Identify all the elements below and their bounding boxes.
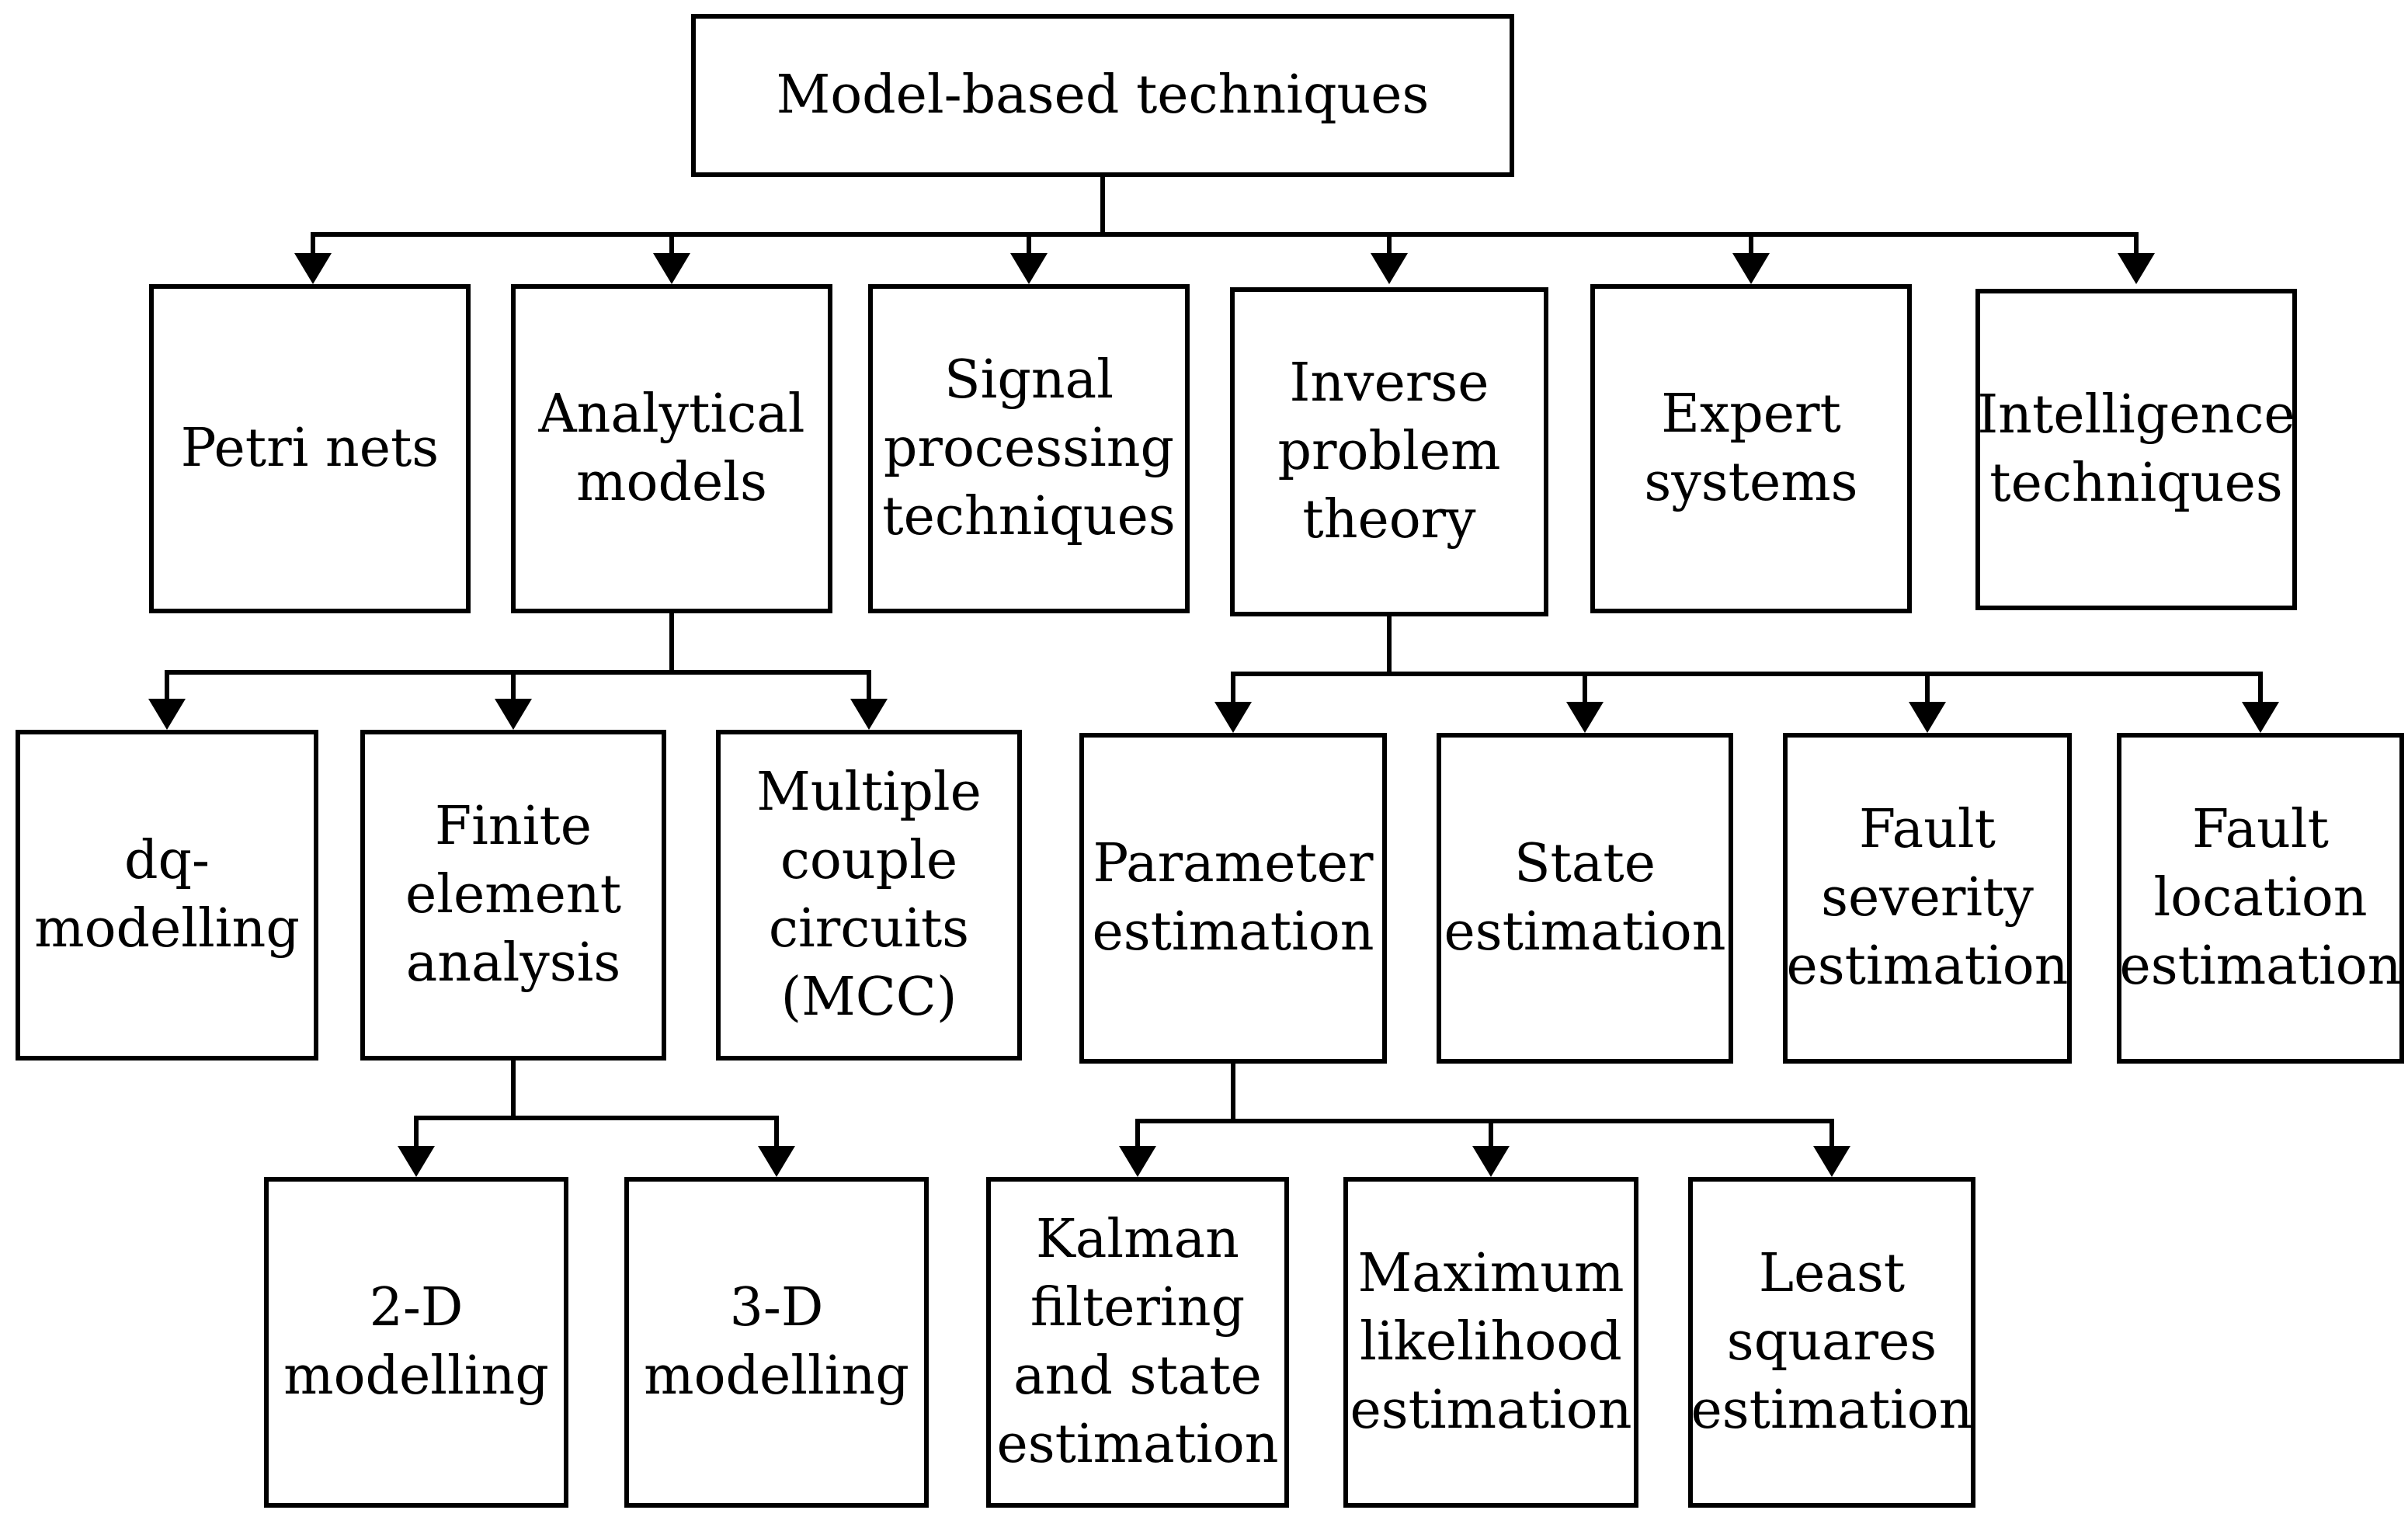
- arrowhead: [850, 699, 888, 730]
- node-inverse-problem-theory: Inverse problem theory: [1230, 287, 1548, 616]
- node-fault-location-estimation: Fault location estimation: [2117, 733, 2404, 1064]
- node-label: Inverse problem theory: [1277, 352, 1501, 550]
- node-label: Expert systems: [1644, 384, 1858, 513]
- arrowhead: [148, 699, 186, 730]
- arrowhead: [2242, 702, 2279, 733]
- node-label: Model-based techniques: [776, 64, 1430, 126]
- node-kalman-filtering: Kalman filtering and state estimation: [986, 1177, 1289, 1508]
- node-label: Kalman filtering and state estimation: [996, 1209, 1279, 1475]
- node-least-squares-estimation: Least squares estimation: [1688, 1177, 1975, 1508]
- arrowhead: [1472, 1146, 1510, 1177]
- arrowhead: [758, 1146, 795, 1177]
- node-model-based-techniques: Model-based techniques: [691, 14, 1514, 177]
- node-parameter-estimation: Parameter estimation: [1079, 733, 1387, 1064]
- arrowhead: [1010, 253, 1048, 284]
- node-label: 2-D modelling: [283, 1277, 549, 1407]
- node-2d-modelling: 2-D modelling: [264, 1177, 568, 1508]
- node-intelligence-techniques: Intelligence techniques: [1975, 289, 2297, 610]
- node-label: Petri nets: [180, 418, 440, 479]
- node-petri-nets: Petri nets: [149, 284, 471, 613]
- node-finite-element-analysis: Finite element analysis: [360, 730, 666, 1061]
- node-label: dq- modelling: [34, 830, 300, 960]
- arrowhead: [1566, 702, 1604, 733]
- arrowhead: [1214, 702, 1252, 733]
- arrowhead: [1732, 253, 1770, 284]
- arrowhead: [1813, 1146, 1850, 1177]
- node-label: Parameter estimation: [1092, 833, 1374, 963]
- arrowhead: [398, 1146, 435, 1177]
- node-state-estimation: State estimation: [1437, 733, 1733, 1064]
- arrowhead: [2118, 253, 2155, 284]
- node-label: Intelligence techniques: [1977, 384, 2295, 514]
- node-label: Fault severity estimation: [1786, 799, 2069, 997]
- arrowhead: [495, 699, 532, 730]
- node-maximum-likelihood-estimation: Maximum likelihood estimation: [1343, 1177, 1638, 1508]
- node-label: 3-D modelling: [644, 1277, 909, 1407]
- node-multiple-couple-circuits: Multiple couple circuits (MCC): [716, 730, 1022, 1061]
- node-expert-systems: Expert systems: [1590, 284, 1912, 613]
- node-signal-processing-techniques: Signal processing techniques: [868, 284, 1190, 613]
- node-fault-severity-estimation: Fault severity estimation: [1783, 733, 2072, 1064]
- node-3d-modelling: 3-D modelling: [624, 1177, 929, 1508]
- arrowhead: [1909, 702, 1946, 733]
- node-label: Least squares estimation: [1690, 1243, 1973, 1441]
- node-label: Signal processing techniques: [882, 349, 1176, 547]
- node-label: Analytical models: [538, 384, 805, 513]
- node-label: Fault location estimation: [2119, 799, 2402, 997]
- arrowhead: [653, 253, 690, 284]
- arrowhead: [1119, 1146, 1156, 1177]
- arrowhead: [1371, 253, 1408, 284]
- node-dq-modelling: dq- modelling: [16, 730, 318, 1061]
- node-label: Multiple couple circuits (MCC): [756, 762, 982, 1028]
- node-label: Maximum likelihood estimation: [1350, 1243, 1632, 1441]
- node-analytical-models: Analytical models: [511, 284, 832, 613]
- node-label: Finite element analysis: [405, 796, 622, 994]
- node-label: State estimation: [1444, 833, 1726, 963]
- arrowhead: [294, 253, 332, 284]
